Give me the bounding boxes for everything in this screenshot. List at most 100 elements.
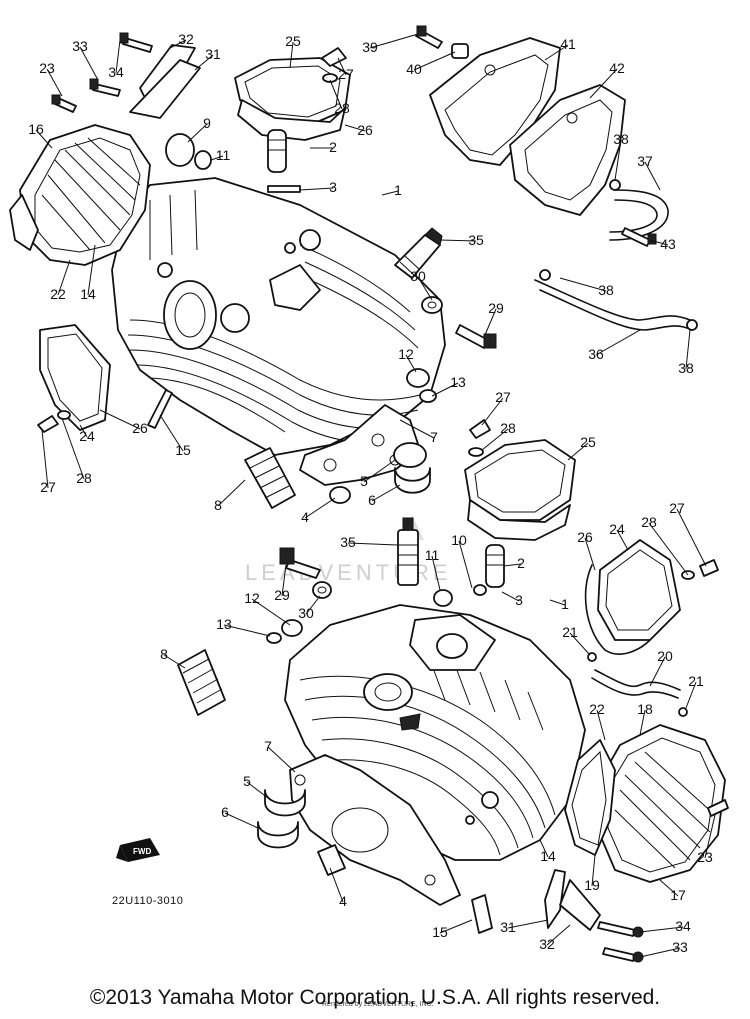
leader-line [267,746,296,773]
callout-30: 30 [410,268,426,284]
fwd-arrow-icon: FWD [116,838,160,862]
callout-39: 39 [362,39,378,55]
callout-32: 32 [178,31,194,47]
callout-15: 15 [432,924,448,940]
leader-line [347,542,399,546]
spark-plug-rear [394,227,443,279]
callout-26: 26 [132,420,148,436]
leader-line [363,459,396,483]
leader-line [458,540,473,589]
callout-38: 38 [613,131,629,147]
callout-26: 26 [357,122,373,138]
callout-33: 33 [672,939,688,955]
callout-24: 24 [79,428,95,444]
leader-line [159,414,184,452]
callout-10: 10 [451,532,467,548]
leader-line [304,497,336,519]
leader-line [61,417,85,480]
callout-12: 12 [398,346,414,362]
leader-line [223,624,271,637]
diagram-code: 22U110-3010 [112,895,183,907]
cover-42 [509,84,626,216]
leader-line [501,591,520,602]
leader-line [591,854,596,887]
callout-4: 4 [339,893,347,909]
callout-40: 40 [406,61,422,77]
callout-41: 41 [560,36,576,52]
callout-2: 2 [329,139,337,155]
leader-line [87,244,96,296]
callout-28: 28 [334,100,350,116]
callout-38: 38 [678,360,694,376]
callout-3: 3 [515,592,523,608]
leader-line [685,681,697,709]
leader-line [546,924,571,946]
callout-1: 1 [561,596,569,612]
leader-line [481,397,504,426]
callout-19: 19 [584,877,600,893]
leader-line [676,508,707,567]
callout-7: 7 [264,738,272,754]
leader-line [659,879,679,897]
leader-line [639,947,681,958]
leader-line [644,161,661,191]
copyright-notice: ©2013 Yamaha Motor Corporation, U.S.A. A… [89,986,661,1009]
callout-33: 33 [72,38,88,54]
callout-28: 28 [641,514,657,530]
leader-line [371,484,401,502]
small-print: Rendered by LEADVENTURE, INC. [322,1001,434,1008]
leader-line [35,129,53,149]
leader-line [649,239,669,246]
leader-line [329,79,343,110]
callout-27: 27 [669,500,685,516]
leader-line [210,155,224,161]
callout-14: 14 [80,286,96,302]
watermark-text: LEADVENTURE [245,560,452,585]
callout-34: 34 [675,918,691,934]
callout-29: 29 [488,300,504,316]
leader-line [289,41,294,69]
callout-21: 21 [562,624,578,640]
leader-line [41,429,49,489]
leader-line [484,308,497,336]
callout-14: 14 [540,848,556,864]
leader-line [337,57,347,76]
leader-line [217,479,246,507]
leader-line [369,33,419,49]
leader-line [381,190,399,196]
callout-34: 34 [108,64,124,80]
callout-24: 24 [609,521,625,537]
callout-8: 8 [160,646,168,662]
callout-29: 29 [274,587,290,603]
callout-20: 20 [657,648,673,664]
hose-20 [594,669,681,691]
callout-3: 3 [329,179,337,195]
callout-25: 25 [285,33,301,49]
callout-27: 27 [338,66,354,82]
leader-line [439,239,477,242]
callout-7: 7 [430,429,438,445]
callout-21: 21 [688,673,704,689]
leader-line [79,424,88,438]
callout-11: 11 [216,147,231,163]
callout-35: 35 [468,232,484,248]
leader-line [281,564,287,597]
callout-28: 28 [500,420,516,436]
leader-line [589,68,618,99]
callout-42: 42 [609,60,625,76]
callout-22: 22 [589,701,605,717]
callout-30: 30 [298,605,314,621]
leader-line [595,329,641,356]
callout-13: 13 [450,374,466,390]
leader-line [115,39,121,74]
callout-11: 11 [425,547,440,563]
rear-side-cover [9,124,151,266]
leader-line [507,919,549,929]
cover-41 [429,37,561,166]
callout-9: 9 [203,115,211,131]
leader-line [616,529,629,551]
leader-line [329,867,344,903]
callout-38: 38 [598,282,614,298]
callout-43: 43 [660,236,676,252]
